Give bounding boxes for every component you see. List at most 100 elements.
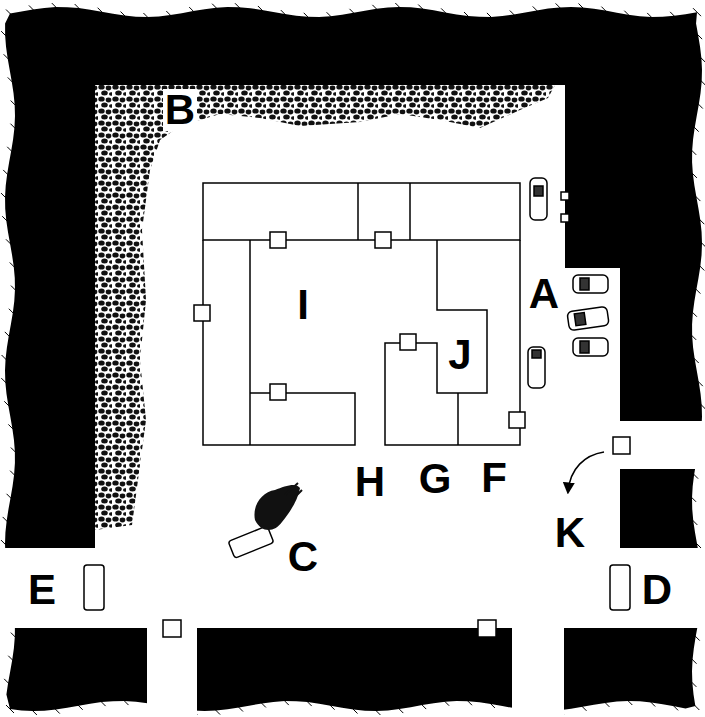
rock-hatch <box>29 707 37 715</box>
gate <box>84 565 630 610</box>
rock-hatch <box>647 13 655 21</box>
rock-hatch <box>304 13 312 21</box>
rock-hatch <box>688 679 696 687</box>
rock-hatch <box>327 702 335 710</box>
rock-hatch <box>121 12 129 20</box>
rock-hatch <box>418 5 426 13</box>
rock-hatch <box>579 703 587 711</box>
rock-hatch <box>693 8 701 16</box>
rock-hatch <box>6 239 14 247</box>
rock-hatch <box>11 448 19 456</box>
rock-hatch <box>691 702 699 710</box>
rock-hatch <box>3 517 11 525</box>
rock-hatch <box>601 7 609 15</box>
rock-hatch <box>418 701 426 709</box>
rock-hatch <box>601 699 609 707</box>
rock-hatch <box>692 633 700 641</box>
rock-hatch <box>6 10 14 18</box>
rock-mass <box>1 3 705 715</box>
rock-hatch <box>5 332 13 340</box>
rock-hatch <box>75 4 83 12</box>
open-ground <box>0 85 705 717</box>
rock-hatch <box>11 633 19 641</box>
rock-hatch <box>4 679 12 687</box>
rock-hatch <box>691 124 699 132</box>
area-letter: K <box>553 512 587 554</box>
rock-hatch <box>258 6 266 14</box>
rock-hatch <box>647 699 655 707</box>
rock-hatch <box>533 6 541 14</box>
rock-hatch <box>510 11 518 19</box>
rock-hatch <box>372 5 380 13</box>
area-letter: C <box>286 536 320 578</box>
rock-hatch <box>235 704 243 712</box>
rock-hatch <box>52 706 60 714</box>
rock-hatch <box>689 309 697 317</box>
rock-hatch <box>4 54 12 62</box>
rock-hatch <box>487 700 495 708</box>
rock-hatch <box>556 3 564 11</box>
rock-hatch <box>688 147 696 155</box>
rock-hatch <box>395 3 403 11</box>
area-letter: I <box>295 284 311 326</box>
rock-hatch <box>688 332 696 340</box>
rock-hatch <box>8 424 16 432</box>
rock-hatch <box>212 707 220 715</box>
rock-hatch <box>697 54 705 62</box>
rock-hatch <box>98 698 106 706</box>
direction-arrow <box>568 452 604 492</box>
rock-hatch <box>98 8 106 16</box>
rock-hatch <box>696 262 704 270</box>
building-outline <box>203 183 520 445</box>
rock-hatch <box>52 3 60 11</box>
rock-hatch <box>143 13 151 21</box>
rock-hatch <box>695 101 703 109</box>
rock-hatch <box>464 12 472 20</box>
rock-hatch <box>698 77 705 85</box>
rock-hatch <box>350 9 358 17</box>
rock-hatch <box>10 471 18 479</box>
rock-hatch <box>692 286 700 294</box>
rock-hatch <box>624 697 632 705</box>
rock-hatch <box>29 5 37 13</box>
rock-hatch <box>464 697 472 705</box>
rock-hatch <box>395 705 403 713</box>
rubble-field <box>95 85 555 530</box>
rock-hatch <box>689 517 697 525</box>
door-marker <box>163 192 630 637</box>
rock-hatch <box>624 11 632 19</box>
rock-hatch <box>693 540 701 548</box>
rock-hatch <box>690 471 698 479</box>
rock-hatch <box>3 170 11 178</box>
rock-hatch <box>189 7 197 15</box>
rock-hatch <box>235 3 243 11</box>
area-letter: H <box>353 461 387 503</box>
rock-hatch <box>2 216 10 224</box>
rock-hatch <box>7 147 15 155</box>
rock-hatch <box>698 239 705 247</box>
rock-hatch <box>304 698 312 706</box>
rock-hatch <box>212 4 220 12</box>
rock-hatch <box>691 355 699 363</box>
rock-hatch <box>7 494 15 502</box>
rock-hatch <box>1 378 9 386</box>
rock-hatch <box>694 31 702 39</box>
rock-hatch <box>8 77 16 85</box>
rock-hatch <box>688 494 696 502</box>
area-letter: B <box>163 89 197 131</box>
rock-hatch <box>670 702 678 710</box>
rock-hatch <box>281 697 289 705</box>
rock-hatch <box>441 8 449 16</box>
area-letter: F <box>479 457 509 499</box>
rock-hatch <box>11 286 19 294</box>
rock-hatch <box>2 355 10 363</box>
rock-hatch <box>1 540 9 548</box>
area-letter: A <box>527 273 561 315</box>
rock-hatch <box>372 707 380 715</box>
rock-hatch <box>4 401 12 409</box>
area-letter: G <box>417 458 454 500</box>
rock-hatch <box>11 101 19 109</box>
rock-hatch <box>579 3 587 11</box>
